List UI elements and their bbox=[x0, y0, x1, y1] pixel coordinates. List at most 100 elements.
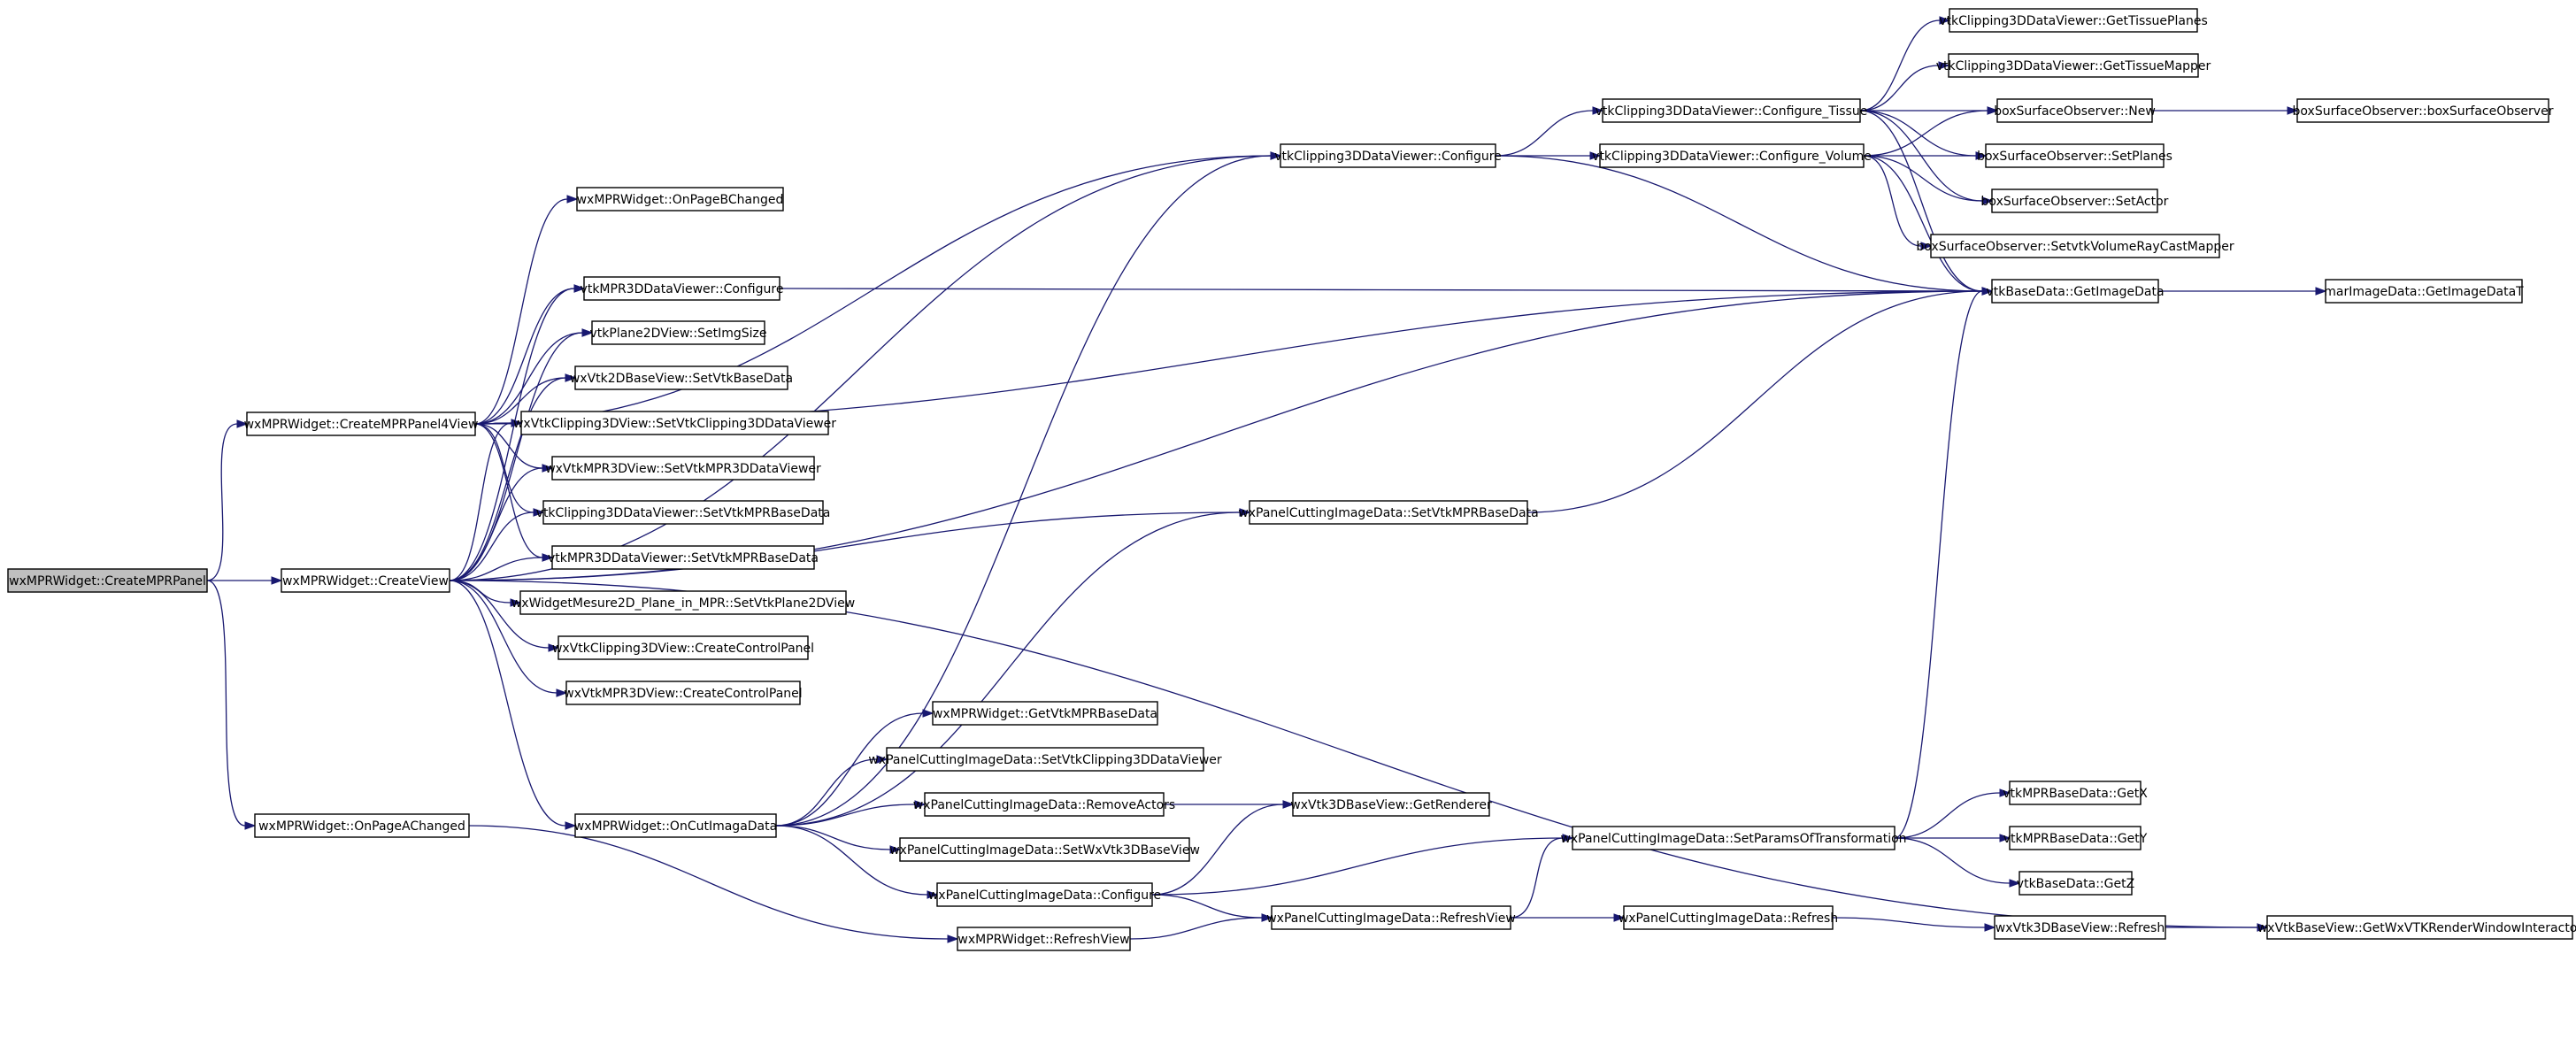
node-box[interactable] bbox=[1280, 143, 1496, 168]
node-wxpanelcuttingimagedata-setvtkmprbasedata[interactable]: wxPanelCuttingImageData::SetVtkMPRBaseDa… bbox=[1238, 500, 1539, 525]
node-box[interactable] bbox=[936, 882, 1153, 907]
node-vtkmprbasedata-getx[interactable]: vtkMPRBaseData::GetX bbox=[2003, 781, 2148, 805]
node-box[interactable] bbox=[1249, 500, 1528, 525]
node-wxpanelcuttingimagedata-refresh[interactable]: wxPanelCuttingImageData::Refresh bbox=[1619, 905, 1838, 930]
node-box[interactable] bbox=[1292, 792, 1490, 817]
node-box[interactable] bbox=[574, 813, 777, 838]
node-box[interactable] bbox=[1599, 143, 1865, 168]
edge-wxpanelcuttingimagedata-configure-to-wxpanelcuttingimagedata-setparamsoftransformation bbox=[1151, 837, 1564, 896]
node-box[interactable] bbox=[551, 456, 815, 481]
node-box[interactable] bbox=[1994, 915, 2166, 940]
node-boxsurfaceobserver-setvtkvolumeraycastmapper[interactable]: boxSurfaceObserver::SetvtkVolumeRayCastM… bbox=[1916, 234, 2234, 258]
edge-wxpanelcuttingimagedata-setvtkmprbasedata-to-vtkbasedata-getimagedata bbox=[1526, 290, 1983, 513]
node-box[interactable] bbox=[254, 813, 470, 838]
node-label: wxVtkClipping3DView::CreateControlPanel bbox=[552, 642, 814, 656]
node-box[interactable] bbox=[1623, 905, 1834, 930]
node-vtkclipping3ddataviewer-configure-volume[interactable]: vtkClipping3DDataViewer::Configure_Volum… bbox=[1592, 143, 1872, 168]
node-vtkmpr3ddataviewer-setvtkmprbasedata[interactable]: vtkMPR3DDataViewer::SetVtkMPRBaseData bbox=[548, 545, 819, 570]
node-wxpanelcuttingimagedata-removeactors[interactable]: wxPanelCuttingImageData::RemoveActors bbox=[913, 792, 1175, 817]
node-vtkmpr3ddataviewer-configure[interactable]: vtkMPR3DDataViewer::Configure bbox=[581, 276, 784, 301]
node-wxmprwidget-getvtkmprbasedata[interactable]: wxMPRWidget::GetVtkMPRBaseData bbox=[932, 701, 1158, 726]
node-box[interactable] bbox=[1948, 53, 2199, 78]
node-box[interactable] bbox=[542, 500, 824, 525]
node-wxpanelcuttingimagedata-setparamsoftransformation[interactable]: wxPanelCuttingImageData::SetParamsOfTran… bbox=[1560, 826, 1907, 850]
node-boxsurfaceobserver-new[interactable]: boxSurfaceObserver::New bbox=[1994, 98, 2156, 123]
node-vtkclipping3ddataviewer-gettissueplanes[interactable]: vtkClipping3DDataViewer::GetTissuePlanes bbox=[1939, 8, 2208, 33]
node-box[interactable] bbox=[1996, 98, 2153, 123]
node-label: vtkClipping3DDataViewer::GetTissueMapper bbox=[1936, 59, 2211, 73]
node-box[interactable] bbox=[565, 681, 801, 705]
node-wxpanelcuttingimagedata-setwxvtk3dbaseview[interactable]: wxPanelCuttingImageData::SetWxVtk3DBaseV… bbox=[889, 837, 1200, 862]
edges-layer bbox=[206, 16, 2327, 943]
node-vtkbasedata-getimagedata[interactable]: vtkBaseData::GetImageData bbox=[1986, 279, 2165, 304]
node-box[interactable] bbox=[2296, 98, 2549, 123]
node-wxmprwidget-oncutimagadata[interactable]: wxMPRWidget::OnCutImagaData bbox=[574, 813, 777, 838]
node-vtkclipping3ddataviewer-configure[interactable]: vtkClipping3DDataViewer::Configure bbox=[1274, 143, 1502, 168]
node-vtkmprbasedata-gety[interactable]: vtkMPRBaseData::GetY bbox=[2003, 826, 2148, 850]
node-label: vtkClipping3DDataViewer::GetTissuePlanes bbox=[1939, 14, 2207, 28]
node-box[interactable] bbox=[246, 411, 476, 436]
node-vtkclipping3ddataviewer-configure-tissue[interactable]: vtkClipping3DDataViewer::Configure_Tissu… bbox=[1596, 98, 1868, 123]
node-marimagedata-getimagedatat[interactable]: marImageData::GetImageDataT bbox=[2324, 279, 2524, 304]
edge-wxmprwidget-createview-to-vtkmpr3ddataviewer-configure bbox=[449, 288, 575, 581]
node-box[interactable] bbox=[1271, 905, 1511, 930]
node-box[interactable] bbox=[2325, 279, 2523, 304]
node-box[interactable] bbox=[899, 837, 1190, 862]
node-box[interactable] bbox=[591, 320, 765, 345]
edge-arrowhead bbox=[2315, 287, 2327, 296]
node-box[interactable] bbox=[2019, 871, 2133, 896]
node-box[interactable] bbox=[1991, 188, 2158, 213]
node-box[interactable] bbox=[924, 792, 1165, 817]
node-wxwidgetmesure2d-plane-in-mpr-setvtkplane2dview[interactable]: wxWidgetMesure2D_Plane_in_MPR::SetVtkPla… bbox=[511, 590, 855, 615]
node-wxpanelcuttingimagedata-refreshview[interactable]: wxPanelCuttingImageData::RefreshView bbox=[1266, 905, 1516, 930]
node-vtkplane2dview-setimgsize[interactable]: vtkPlane2DView::SetImgSize bbox=[590, 320, 767, 345]
node-box[interactable] bbox=[1602, 98, 1861, 123]
node-wxvtk3dbaseview-refresh[interactable]: wxVtk3DBaseView::Refresh bbox=[1994, 915, 2166, 940]
node-wxvtkbaseview-getwxvtkrenderwindowinteractor[interactable]: wxVtkBaseView::GetWxVTKRenderWindowInter… bbox=[2257, 915, 2576, 940]
node-boxsurfaceobserver-setactor[interactable]: boxSurfaceObserver::SetActor bbox=[1981, 188, 2169, 213]
edge-wxmprwidget-refreshview-to-wxpanelcuttingimagedata-refreshview bbox=[1129, 917, 1263, 940]
node-box[interactable] bbox=[2009, 781, 2142, 805]
node-box[interactable] bbox=[281, 568, 450, 593]
node-box[interactable] bbox=[583, 276, 780, 301]
node-wxmprwidget-onpageachanged[interactable]: wxMPRWidget::OnPageAChanged bbox=[254, 813, 470, 838]
node-vtkbasedata-getz[interactable]: vtkBaseData::GetZ bbox=[2017, 871, 2134, 896]
edge-arrowhead bbox=[1999, 788, 2011, 797]
node-vtkclipping3ddataviewer-setvtkmprbasedata[interactable]: vtkClipping3DDataViewer::SetVtkMPRBaseDa… bbox=[536, 500, 831, 525]
node-wxvtkmpr3dview-createcontrolpanel[interactable]: wxVtkMPR3DView::CreateControlPanel bbox=[564, 681, 803, 705]
node-box[interactable] bbox=[520, 411, 829, 435]
node-vtkclipping3ddataviewer-gettissuemapper[interactable]: vtkClipping3DDataViewer::GetTissueMapper bbox=[1936, 53, 2211, 78]
node-wxvtkclipping3dview-setvtkclipping3ddataviewer[interactable]: wxVtkClipping3DView::SetVtkClipping3DDat… bbox=[513, 411, 836, 435]
node-box[interactable] bbox=[1991, 279, 2159, 304]
node-boxsurfaceobserver-boxsurfaceobserver[interactable]: boxSurfaceObserver::boxSurfaceObserver bbox=[2293, 98, 2554, 123]
node-wxmprwidget-refreshview[interactable]: wxMPRWidget::RefreshView bbox=[957, 927, 1131, 951]
node-box[interactable] bbox=[557, 635, 809, 660]
node-box[interactable] bbox=[1930, 234, 2220, 258]
node-box[interactable] bbox=[1949, 8, 2198, 33]
node-box[interactable] bbox=[7, 568, 208, 593]
node-box[interactable] bbox=[1985, 143, 2165, 168]
node-box[interactable] bbox=[519, 590, 847, 615]
node-wxmprwidget-createview[interactable]: wxMPRWidget::CreateView bbox=[281, 568, 450, 593]
node-box[interactable] bbox=[576, 187, 784, 212]
node-box[interactable] bbox=[1572, 826, 1895, 850]
node-boxsurfaceobserver-setplanes[interactable]: boxSurfaceObserver::SetPlanes bbox=[1977, 143, 2172, 168]
node-wxvtk3dbaseview-getrenderer[interactable]: wxVtk3DBaseView::GetRenderer bbox=[1290, 792, 1492, 817]
node-box[interactable] bbox=[932, 701, 1158, 726]
node-box[interactable] bbox=[574, 365, 788, 390]
node-box[interactable] bbox=[2266, 915, 2573, 940]
node-wxmprwidget-createmprpanel[interactable]: wxMPRWidget::CreateMPRPanel bbox=[7, 568, 208, 593]
node-wxmprwidget-createmprpanel4view[interactable]: wxMPRWidget::CreateMPRPanel4View bbox=[244, 411, 479, 436]
node-wxvtkmpr3dview-setvtkmpr3ddataviewer[interactable]: wxVtkMPR3DView::SetVtkMPR3DDataViewer bbox=[545, 456, 821, 481]
node-box[interactable] bbox=[957, 927, 1131, 951]
node-box[interactable] bbox=[886, 747, 1204, 772]
node-box[interactable] bbox=[551, 545, 815, 570]
node-wxvtkclipping3dview-createcontrolpanel[interactable]: wxVtkClipping3DView::CreateControlPanel bbox=[552, 635, 814, 660]
node-wxmprwidget-onpagebchanged[interactable]: wxMPRWidget::OnPageBChanged bbox=[576, 187, 784, 212]
edge-arrowhead bbox=[914, 800, 927, 809]
node-wxvtk2dbaseview-setvtkbasedata[interactable]: wxVtk2DBaseView::SetVtkBaseData bbox=[570, 365, 793, 390]
node-wxpanelcuttingimagedata-configure[interactable]: wxPanelCuttingImageData::Configure bbox=[928, 882, 1161, 907]
edge-vtkclipping3ddataviewer-configure-volume-to-vtkbasedata-getimagedata bbox=[1863, 155, 1983, 292]
node-box[interactable] bbox=[2009, 826, 2142, 850]
node-wxpanelcuttingimagedata-setvtkclipping3ddataviewer[interactable]: wxPanelCuttingImageData::SetVtkClipping3… bbox=[868, 747, 1222, 772]
